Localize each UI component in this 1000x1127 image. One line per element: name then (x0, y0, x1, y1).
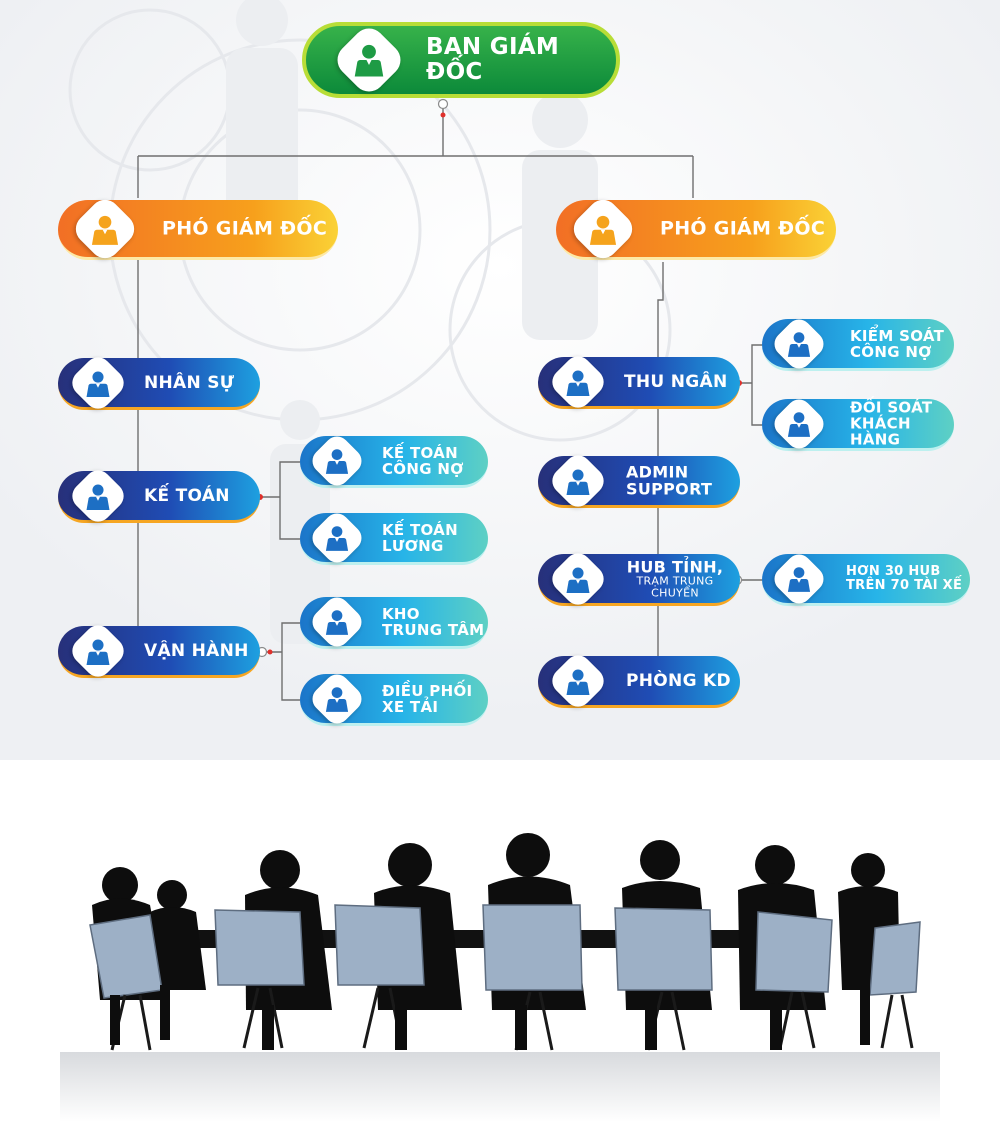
avatar (66, 464, 130, 527)
person-icon (589, 214, 617, 244)
unit-hub-count-node[interactable]: HƠN 30 HUB TRÊN 70 TÀI XẾ (762, 548, 970, 609)
meeting-silhouette-illustration (60, 833, 940, 1122)
unit-truck-dispatch-line2: XE TẢI (382, 697, 439, 716)
person-icon (86, 638, 110, 664)
dept-accounting-label: KẾ TOÁN (144, 485, 230, 506)
dept-admin-support-node[interactable]: ADMIN SUPPORT (538, 449, 740, 512)
unit-debt-control-line1: KIỂM SOÁT (850, 326, 945, 345)
person-icon (325, 448, 349, 474)
deputy-director-right-node[interactable]: PHÓ GIÁM ĐỐC (556, 193, 836, 264)
unit-truck-dispatch-node[interactable]: ĐIỀU PHỐI XE TẢI (300, 668, 488, 729)
avatar (546, 649, 610, 712)
dept-operations-node[interactable]: VẬN HÀNH (58, 619, 260, 682)
person-icon (86, 370, 110, 396)
person-icon (787, 566, 811, 592)
dept-admin-support-line1: ADMIN (626, 462, 689, 482)
person-icon (566, 566, 590, 592)
avatar (307, 507, 367, 568)
avatar (769, 313, 829, 374)
person-icon (325, 609, 349, 635)
unit-ar-accounting-line1: KẾ TOÁN (382, 443, 458, 462)
unit-hub-count-line2: TRÊN 70 TÀI XẾ (846, 577, 963, 593)
unit-hub-count-line1: HƠN 30 HUB (846, 563, 941, 579)
unit-central-warehouse-node[interactable]: KHO TRUNG TÂM (300, 591, 488, 652)
person-icon (86, 483, 110, 509)
unit-payroll-accounting-node[interactable]: KẾ TOÁN LƯƠNG (300, 507, 488, 568)
unit-customer-reconcile-node[interactable]: ĐỐI SOÁT KHÁCH HÀNG (762, 393, 954, 454)
unit-payroll-accounting-line2: LƯƠNG (382, 536, 444, 555)
avatar (546, 547, 610, 610)
director-node[interactable]: BAN GIÁM ĐỐC (302, 21, 620, 99)
unit-central-warehouse-line2: TRUNG TÂM (382, 620, 485, 639)
dept-admin-support-line2: SUPPORT (626, 479, 713, 499)
avatar (567, 193, 639, 264)
person-icon (91, 214, 119, 244)
deputy-director-right-label: PHÓ GIÁM ĐỐC (660, 217, 826, 240)
dept-accounting-node[interactable]: KẾ TOÁN (58, 464, 260, 527)
unit-ar-accounting-line2: CÔNG NỢ (382, 459, 464, 478)
unit-payroll-accounting-line1: KẾ TOÁN (382, 520, 458, 539)
avatar (330, 21, 408, 99)
unit-truck-dispatch-line1: ĐIỀU PHỐI (382, 681, 473, 700)
unit-debt-control-node[interactable]: KIỂM SOÁT CÔNG NỢ (762, 313, 954, 374)
avatar (546, 350, 610, 413)
avatar (546, 449, 610, 512)
avatar (69, 193, 141, 264)
person-icon (787, 331, 811, 357)
unit-customer-reconcile-line2: KHÁCH HÀNG (850, 414, 911, 449)
unit-ar-accounting-node[interactable]: KẾ TOÁN CÔNG NỢ (300, 430, 488, 491)
person-icon (787, 411, 811, 437)
dept-hr-node[interactable]: NHÂN SỰ (58, 351, 260, 414)
dept-cashier-node[interactable]: THU NGÂN (538, 350, 740, 413)
avatar (307, 430, 367, 491)
unit-central-warehouse-line1: KHO (382, 604, 420, 623)
person-icon (354, 44, 384, 77)
dept-sales-room-node[interactable]: PHÒNG KD (538, 649, 740, 712)
avatar (66, 351, 130, 414)
person-icon (566, 668, 590, 694)
avatar (307, 591, 367, 652)
dept-cashier-label: THU NGÂN (624, 371, 728, 392)
avatar (769, 548, 829, 609)
person-icon (325, 686, 349, 712)
deputy-director-left-label: PHÓ GIÁM ĐỐC (162, 217, 328, 240)
director-label: BAN GIÁM ĐỐC (426, 34, 560, 85)
dept-operations-label: VẬN HÀNH (144, 640, 249, 661)
avatar (66, 619, 130, 682)
unit-customer-reconcile-line1: ĐỐI SOÁT (850, 398, 933, 417)
person-icon (325, 525, 349, 551)
person-icon (566, 468, 590, 494)
avatar (769, 393, 829, 454)
avatar (307, 668, 367, 729)
dept-hr-label: NHÂN SỰ (144, 372, 235, 393)
dept-provincial-hub-line1: HUB TỈNH, (626, 556, 724, 576)
dept-sales-room-label: PHÒNG KD (626, 670, 731, 691)
unit-debt-control-line2: CÔNG NỢ (850, 342, 932, 361)
dept-provincial-hub-node[interactable]: HUB TỈNH, TRẠM TRUNG CHUYỂN (538, 547, 740, 610)
dept-provincial-hub-line2: TRẠM TRUNG CHUYỂN (636, 574, 714, 600)
deputy-director-left-node[interactable]: PHÓ GIÁM ĐỐC (58, 193, 338, 264)
person-icon (566, 369, 590, 395)
